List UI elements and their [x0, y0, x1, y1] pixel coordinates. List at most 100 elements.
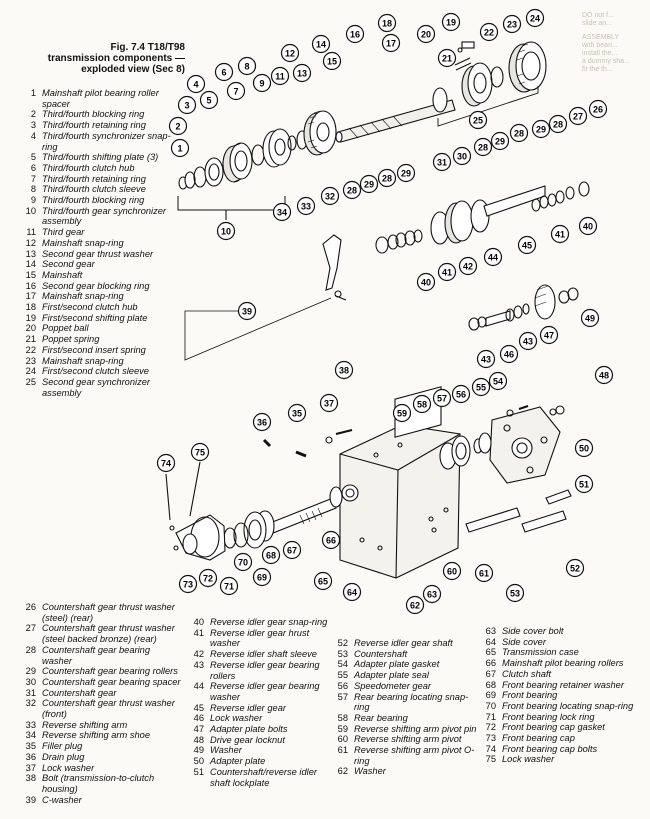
callout-bubble: 32	[320, 186, 340, 206]
callout-circle	[471, 377, 491, 397]
small-bolts	[262, 405, 565, 533]
callout-bubble: 2	[168, 116, 188, 136]
callout-bubble: 45	[517, 235, 537, 255]
callout-circle	[588, 99, 608, 119]
callout-bubble: 26	[588, 99, 608, 119]
legend-item-label: Third/fourth blocking ring	[42, 195, 145, 206]
callout-number: 66	[326, 535, 336, 545]
callout-circle	[422, 584, 442, 604]
callout-number: 23	[507, 19, 517, 29]
legend-item-number: 35	[25, 741, 36, 752]
callout-number: 36	[257, 417, 267, 427]
legend-item-number: 41	[193, 627, 204, 638]
callout-bubble: 23	[502, 14, 522, 34]
figure-caption: Fig. 7.4 T18/T98 transmission components…	[20, 42, 185, 75]
callout-number: 59	[397, 408, 407, 418]
callout-bubble: 3	[177, 95, 197, 115]
legend-item-number: 7	[30, 173, 36, 184]
legend-item-number: 46	[193, 713, 204, 724]
callout-number: 56	[456, 389, 466, 399]
callout-circle	[237, 56, 257, 76]
callout-number: 10	[221, 226, 231, 236]
callout-circle	[287, 403, 307, 423]
callout-bubble: 43	[476, 349, 496, 369]
callout-circle	[252, 412, 272, 432]
callout-number: 32	[325, 191, 335, 201]
callout-circle	[525, 8, 545, 28]
callout-bubble: 63	[422, 584, 442, 604]
callout-number: 34	[277, 207, 287, 217]
callout-number: 74	[161, 458, 171, 468]
legend-item-number: 50	[193, 756, 204, 767]
legend-item-label: Second gear blocking ring	[42, 280, 150, 291]
legend-item-label: Adapter plate seal	[354, 670, 429, 681]
legend-item-number: 45	[193, 702, 204, 713]
callout-circle	[437, 262, 457, 282]
legend-item-number: 62	[337, 766, 348, 777]
callout-number: 70	[238, 557, 248, 567]
legend-item-label: Bolt (transmission-to-clutch housing)	[42, 773, 155, 794]
legend-item-number: 17	[25, 291, 36, 302]
callout-circle	[237, 301, 257, 321]
callout-circle	[319, 393, 339, 413]
callout-number: 63	[427, 589, 437, 599]
callout-circle	[517, 235, 537, 255]
callout-number: 42	[463, 261, 473, 271]
callout-circle	[531, 119, 551, 139]
countershaft-gear-part	[375, 181, 590, 254]
legend-item-label: Third/fourth synchronizer snap-ring	[42, 130, 171, 152]
callout-bubble: 6	[214, 62, 234, 82]
callout-number: 1	[177, 143, 182, 153]
callout-circle	[483, 247, 503, 267]
callout-bubble: 54	[488, 371, 508, 391]
callout-bubble: 13	[292, 63, 312, 83]
callout-bubble: 5	[199, 90, 219, 110]
legend-item-label: Drain plug	[42, 751, 85, 762]
callout-number: 45	[522, 240, 532, 250]
legend-item-label: Reverse shifting arm pivot	[354, 734, 462, 745]
legend-item-label: Front bearing cap gasket	[502, 722, 605, 733]
callout-bubble: 37	[319, 393, 339, 413]
idler-and-countershafts	[465, 489, 572, 533]
callout-number: 48	[599, 370, 609, 380]
legend-item-number: 49	[193, 745, 204, 756]
callout-number: 5	[206, 95, 211, 105]
callout-number: 57	[437, 393, 447, 403]
callout-number: 37	[324, 398, 334, 408]
callout-circle	[416, 24, 436, 44]
legend-item-label: Transmission case	[502, 647, 579, 658]
callout-circle	[270, 66, 290, 86]
callout-bubble: 43	[518, 331, 538, 351]
legend-item-number: 27	[25, 623, 36, 634]
legend-item-label: Rear bearing locating snap-ring	[354, 691, 469, 713]
callout-circle	[565, 558, 585, 578]
callout-bubble: 25	[468, 110, 488, 130]
legend-item-label: Countershaft gear	[42, 687, 117, 698]
callout-number: 64	[347, 587, 357, 597]
callout-bubble: 62	[405, 595, 425, 615]
callout-number: 58	[417, 399, 427, 409]
legend-item-number: 15	[25, 269, 36, 280]
callout-number: 24	[530, 13, 540, 23]
legend-item-number: 37	[25, 762, 36, 773]
legend-item-label: First/second insert spring	[42, 344, 146, 355]
